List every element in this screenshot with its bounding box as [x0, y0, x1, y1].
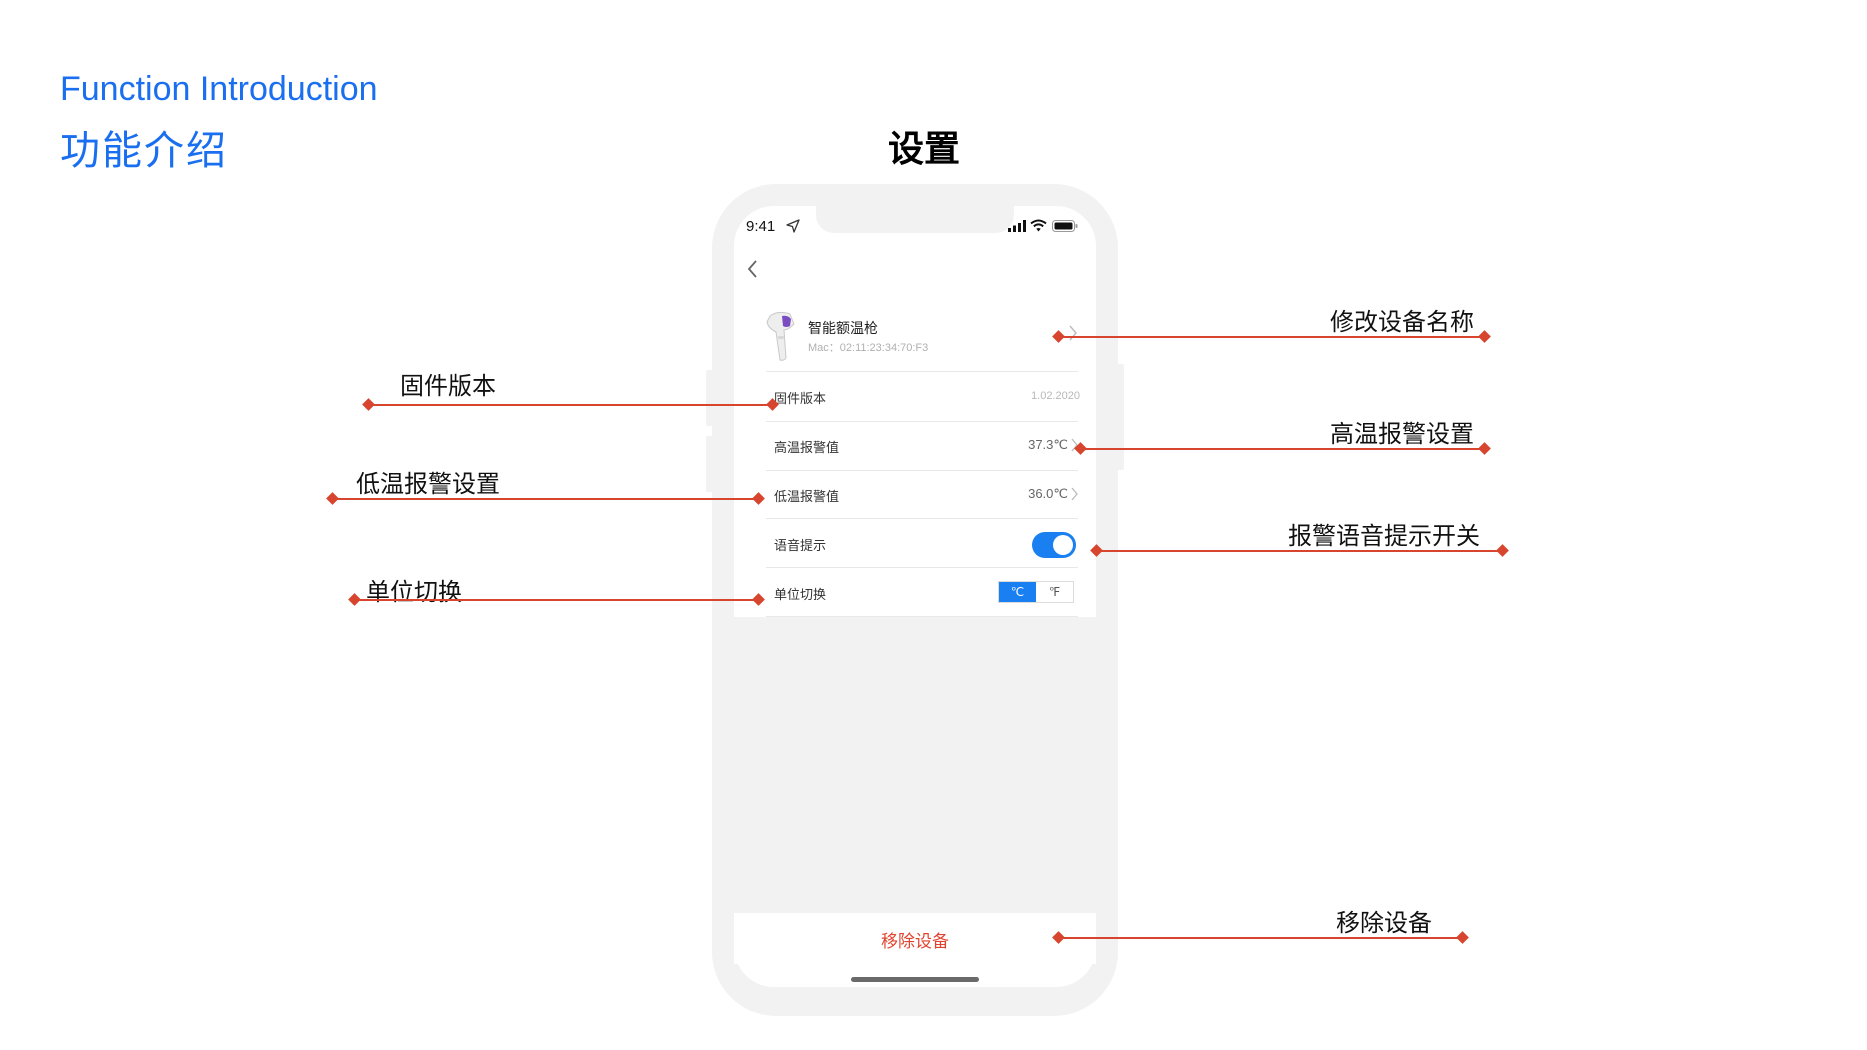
- annotation-line: [368, 404, 772, 406]
- divider: [766, 371, 1078, 372]
- high-temp-value[interactable]: 37.3℃: [1028, 437, 1068, 452]
- status-time: 9:41: [746, 218, 776, 235]
- unit-segmented-control: ℃ ℉: [998, 581, 1074, 603]
- annotation-marker: [1478, 442, 1491, 455]
- annotation-line: [332, 498, 758, 500]
- remove-device-button[interactable]: 移除设备: [734, 914, 1096, 964]
- divider: [766, 616, 1078, 617]
- device-name: 智能额温枪: [808, 321, 878, 337]
- annotation-firmware: 固件版本: [400, 372, 496, 400]
- low-temp-label: 低温报警值: [774, 490, 840, 505]
- battery-icon: [1052, 220, 1078, 232]
- title-chinese: 功能介绍: [60, 128, 228, 174]
- annotation-unit-switch: 单位切换: [366, 578, 462, 606]
- annotation-marker: [1496, 544, 1509, 557]
- page-heading: 设置: [888, 129, 961, 170]
- unit-celsius-option[interactable]: ℃: [999, 582, 1036, 602]
- annotation-marker: [348, 593, 361, 606]
- divider: [766, 421, 1078, 422]
- signal-icon: [1008, 220, 1026, 232]
- back-chevron-icon[interactable]: [746, 258, 760, 280]
- firmware-label: 固件版本: [774, 392, 827, 407]
- home-indicator: [851, 977, 979, 982]
- chevron-right-icon[interactable]: [1070, 486, 1079, 502]
- divider: [766, 518, 1078, 519]
- annotation-line: [1096, 550, 1502, 552]
- annotation-low-temp: 低温报警设置: [356, 470, 500, 498]
- divider: [766, 567, 1078, 568]
- location-arrow-icon: [786, 219, 800, 233]
- firmware-value: 1.02.2020: [1031, 390, 1080, 402]
- annotation-line: [354, 599, 758, 601]
- divider: [766, 470, 1078, 471]
- phone-volume-up-button: [706, 370, 714, 426]
- annotation-high-temp: 高温报警设置: [1330, 420, 1474, 448]
- annotation-line: [1058, 336, 1484, 338]
- wifi-icon: [1030, 219, 1047, 232]
- phone-power-button: [1116, 364, 1124, 470]
- empty-content-area: [734, 617, 1096, 913]
- title-english: Function Introduction: [60, 70, 378, 108]
- unit-switch-label: 单位切换: [774, 588, 827, 603]
- device-mac: Mac：02:11:23:34:70:F3: [808, 342, 929, 354]
- annotation-rename-device: 修改设备名称: [1330, 308, 1474, 336]
- toggle-knob: [1053, 535, 1073, 555]
- annotation-marker: [1478, 330, 1491, 343]
- unit-fahrenheit-option[interactable]: ℉: [1036, 582, 1073, 602]
- annotation-voice-prompt: 报警语音提示开关: [1288, 522, 1480, 550]
- annotation-line: [1058, 937, 1462, 939]
- chevron-right-icon[interactable]: [1068, 324, 1078, 342]
- low-temp-value[interactable]: 36.0℃: [1028, 486, 1068, 501]
- voice-prompt-label: 语音提示: [774, 539, 827, 554]
- voice-prompt-toggle[interactable]: [1032, 532, 1076, 558]
- thermometer-gun-image: [766, 311, 795, 361]
- annotation-marker: [326, 492, 339, 505]
- annotation-marker: [1456, 931, 1469, 944]
- annotation-marker: [362, 398, 375, 411]
- annotation-line: [1080, 448, 1484, 450]
- annotation-remove-device: 移除设备: [1336, 909, 1432, 937]
- phone-notch: [816, 203, 1014, 233]
- phone-volume-down-button: [706, 436, 714, 492]
- high-temp-label: 高温报警值: [774, 441, 840, 456]
